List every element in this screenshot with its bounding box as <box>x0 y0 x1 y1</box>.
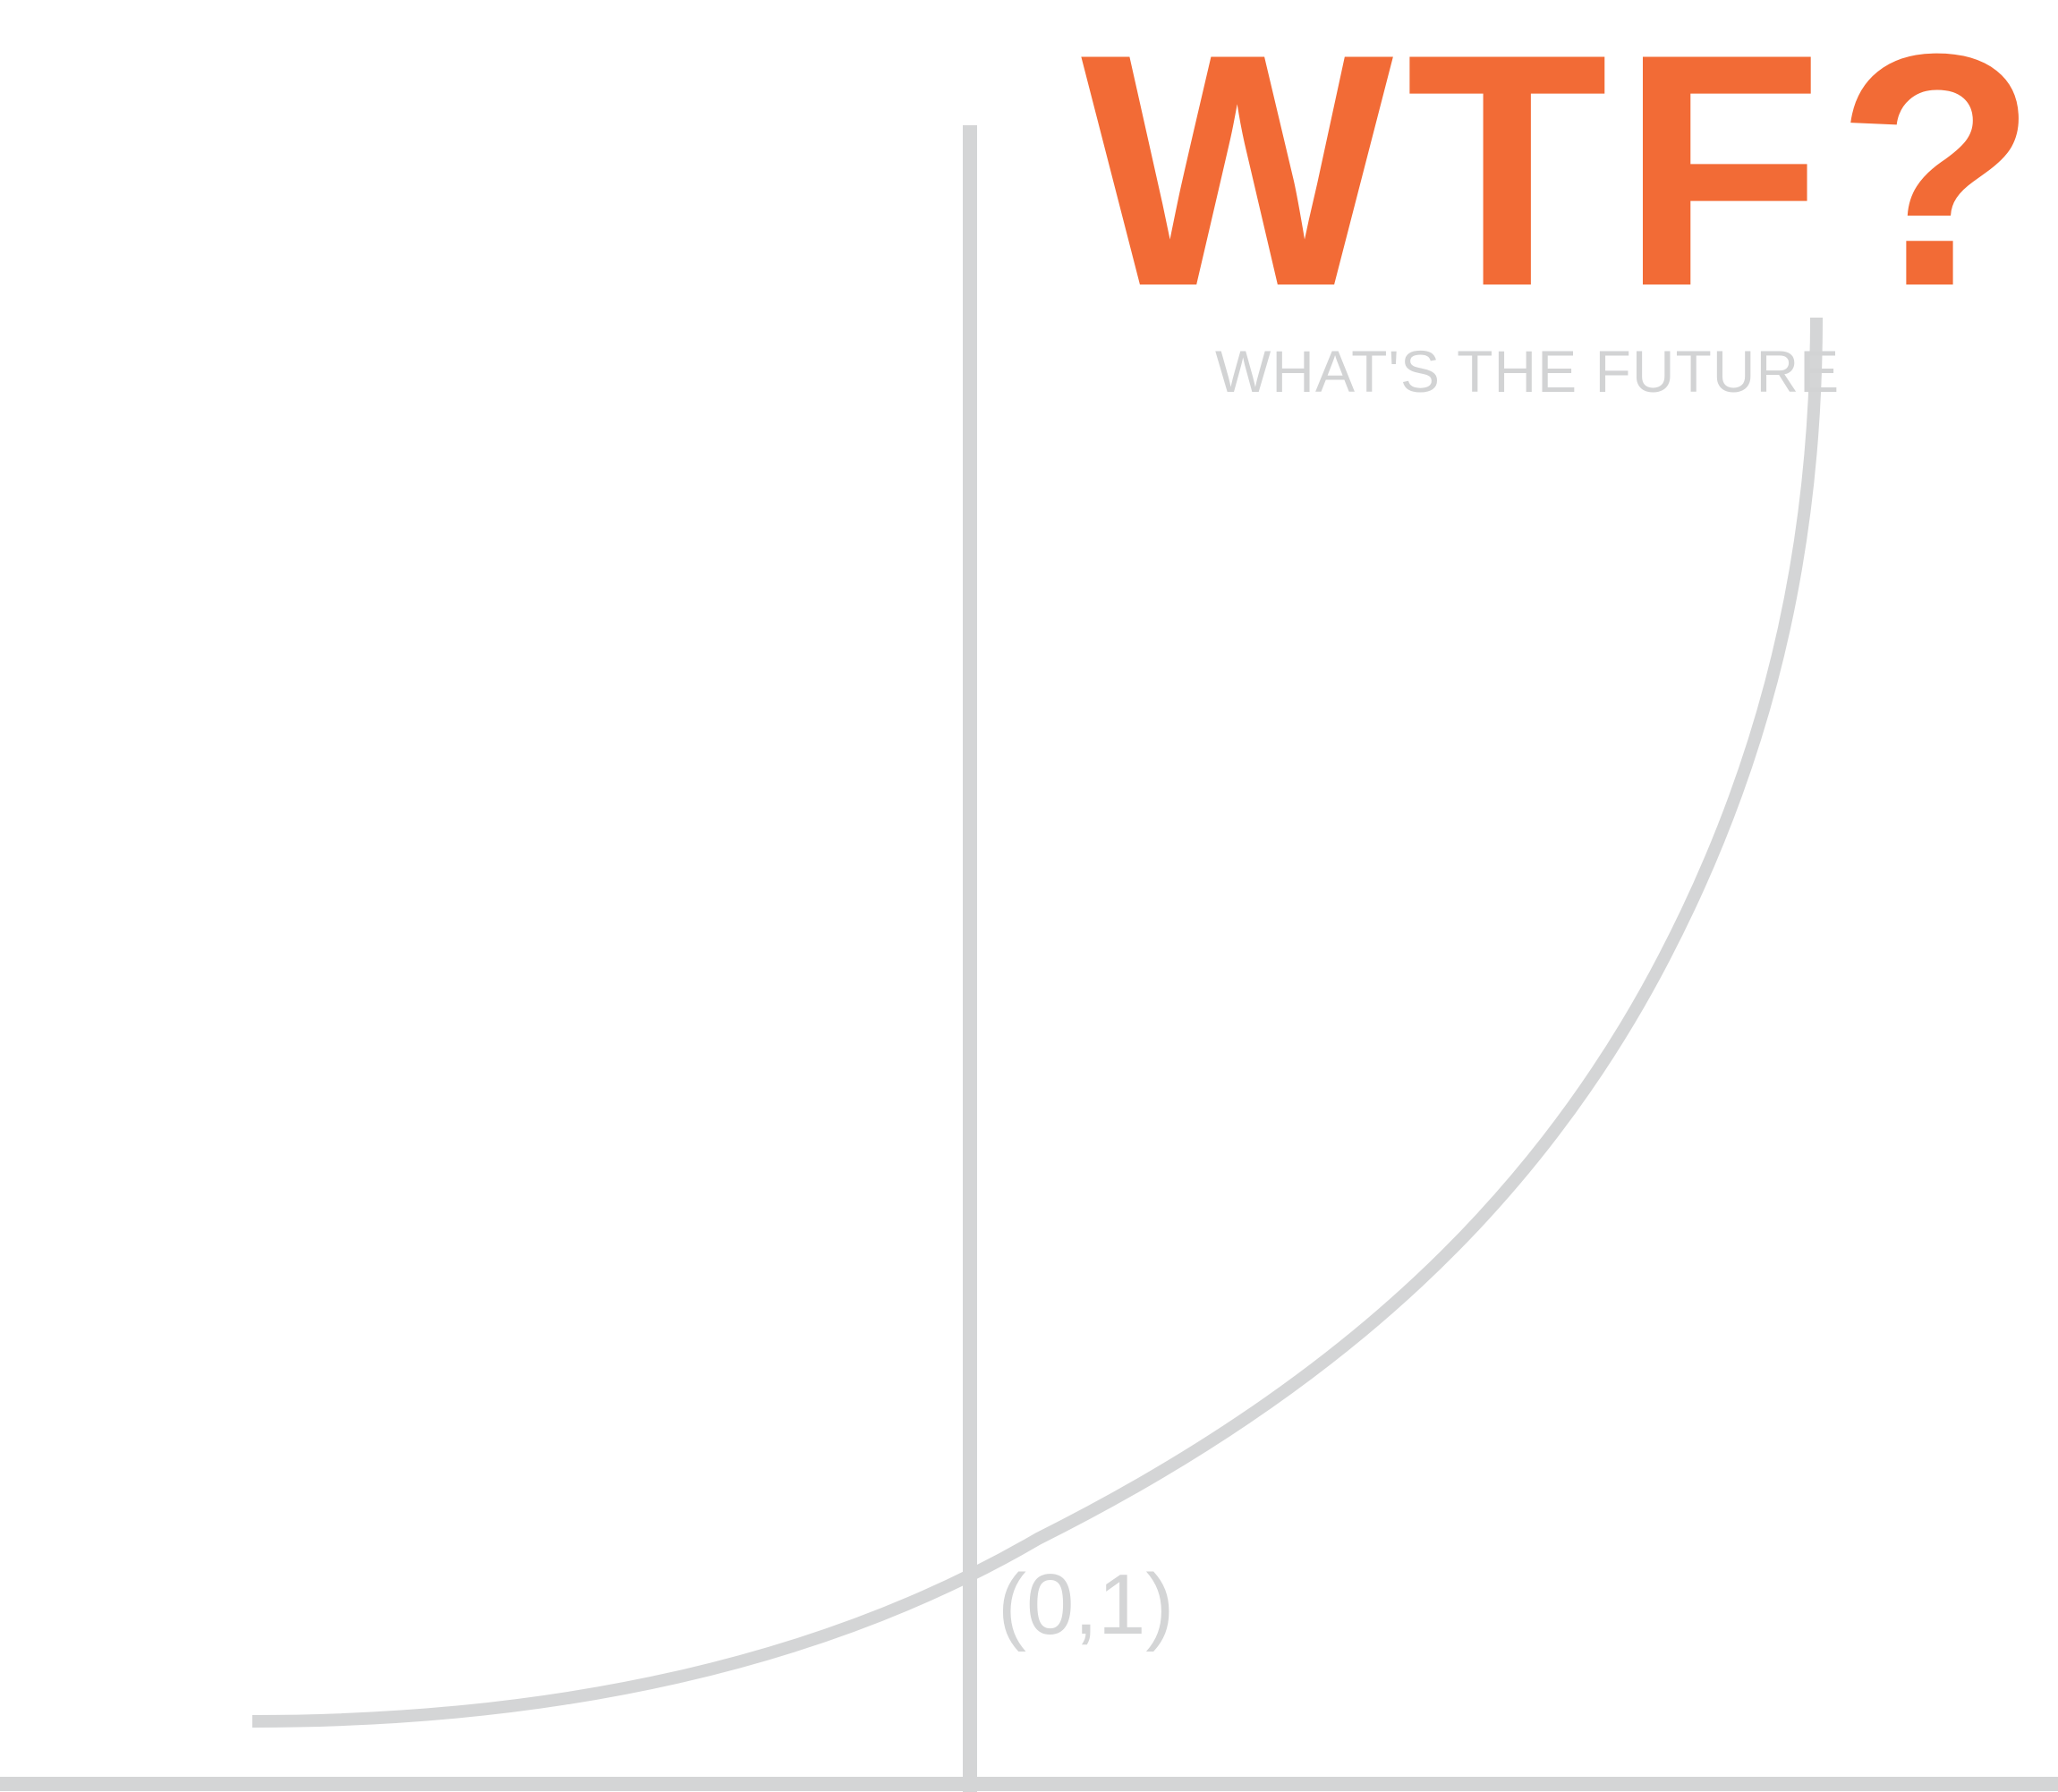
page-title: WTF? <box>1081 0 2050 355</box>
point-label: (0,1) <box>998 1557 1174 1652</box>
exponential-growth-curve <box>251 317 1823 1728</box>
subtitle: WHAT'S THE FUTURE <box>1215 338 1840 404</box>
